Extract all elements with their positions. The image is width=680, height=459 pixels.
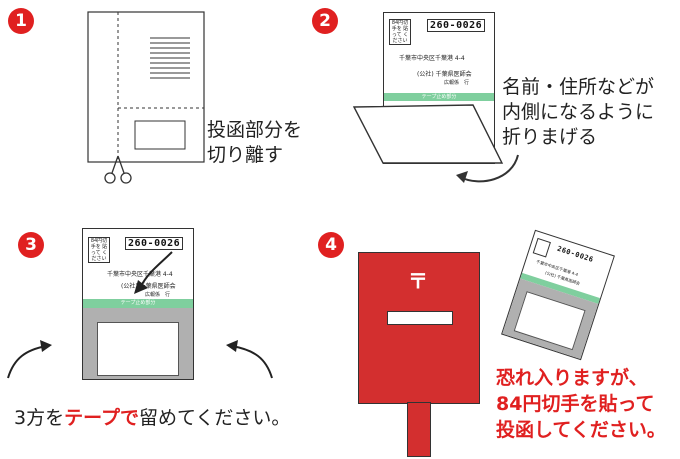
address-text: 千葉市中央区千葉港 4-4	[399, 55, 465, 62]
department-text: 広報係 行	[145, 292, 171, 298]
step-2-badge: 2	[312, 8, 338, 34]
zip-code: 260-0026	[427, 19, 486, 32]
zip-code: 260-0026	[125, 237, 184, 250]
step-3-caption: 3方をテープで留めてください。	[14, 405, 290, 431]
address-text: 千葉市中央区千葉港 4-4	[107, 271, 173, 278]
step-3-arrows	[7, 251, 273, 379]
step-3-caption-highlight: テープで	[64, 407, 139, 429]
flap-window	[97, 322, 179, 376]
stamp-box: 84円切手を 貼って ください	[88, 237, 110, 263]
tape-strip: テープ止め部分	[384, 93, 494, 101]
step-2-caption-line2: 内側になるように	[502, 101, 655, 123]
step-2-fold-illustration	[352, 104, 519, 183]
step-4-warning-line2: 84円切手を貼って	[496, 393, 655, 415]
step-3-badge: 3	[18, 232, 44, 258]
step-2-caption-line3: 折りまげる	[502, 126, 598, 148]
organization-text: (公社) 千葉県医師会	[121, 283, 176, 290]
curved-arrow-icon	[459, 154, 519, 183]
flap-window	[513, 291, 586, 351]
postbox-slot	[387, 311, 453, 325]
stamp-box	[532, 237, 551, 258]
tape-label: テープ止め部分	[421, 94, 457, 100]
tape-strip: テープ止め部分	[83, 299, 193, 308]
step-1-caption-line2: 切り離す	[207, 144, 284, 166]
step-2-caption-line1: 名前・住所などが	[502, 76, 655, 98]
folded-flap	[83, 308, 193, 379]
step-3-postcard: 84円切手を 貼って ください 260-0026 千葉市中央区千葉港 4-4 (…	[82, 228, 194, 380]
zip-code: 260-0026	[556, 244, 595, 264]
stamp-text: 84円切手を 貼って ください	[90, 238, 108, 262]
diagonal-arrow-icon	[139, 251, 173, 289]
stamp-text: 84円切手を 貼って ください	[391, 20, 409, 44]
step-1-caption-line1: 投函部分を	[207, 119, 303, 141]
department-text: 広報係 行	[444, 80, 470, 86]
step-4-warning-line3: 投函してください。	[496, 419, 666, 441]
step-4-postcard: 260-0026 千葉市中央区千葉港 4-4 (公社) 千葉県医師会	[501, 229, 615, 361]
step-1-badge: 1	[8, 8, 34, 34]
scissors-icon	[104, 155, 132, 184]
right-curved-arrow-icon	[231, 345, 273, 379]
tape-label: テープ止め部分	[120, 300, 156, 306]
organization-text: (公社) 千葉県医師会	[417, 71, 472, 78]
step-4-warning-line1: 恐れ入りますが、	[496, 367, 648, 389]
folded-flap	[502, 278, 599, 360]
postal-mark-icon: 〒	[408, 269, 428, 293]
postbox: 〒	[358, 252, 480, 404]
step-1-card-illustration	[87, 11, 205, 184]
left-curved-arrow-icon	[7, 345, 47, 379]
step-3-caption-prefix: 3方を	[14, 407, 65, 429]
stamp-box: 84円切手を 貼って ください	[389, 19, 411, 45]
step-3-caption-suffix: 留めてください。	[138, 407, 291, 429]
step-4-badge: 4	[318, 232, 344, 258]
postbox-post	[407, 402, 431, 457]
